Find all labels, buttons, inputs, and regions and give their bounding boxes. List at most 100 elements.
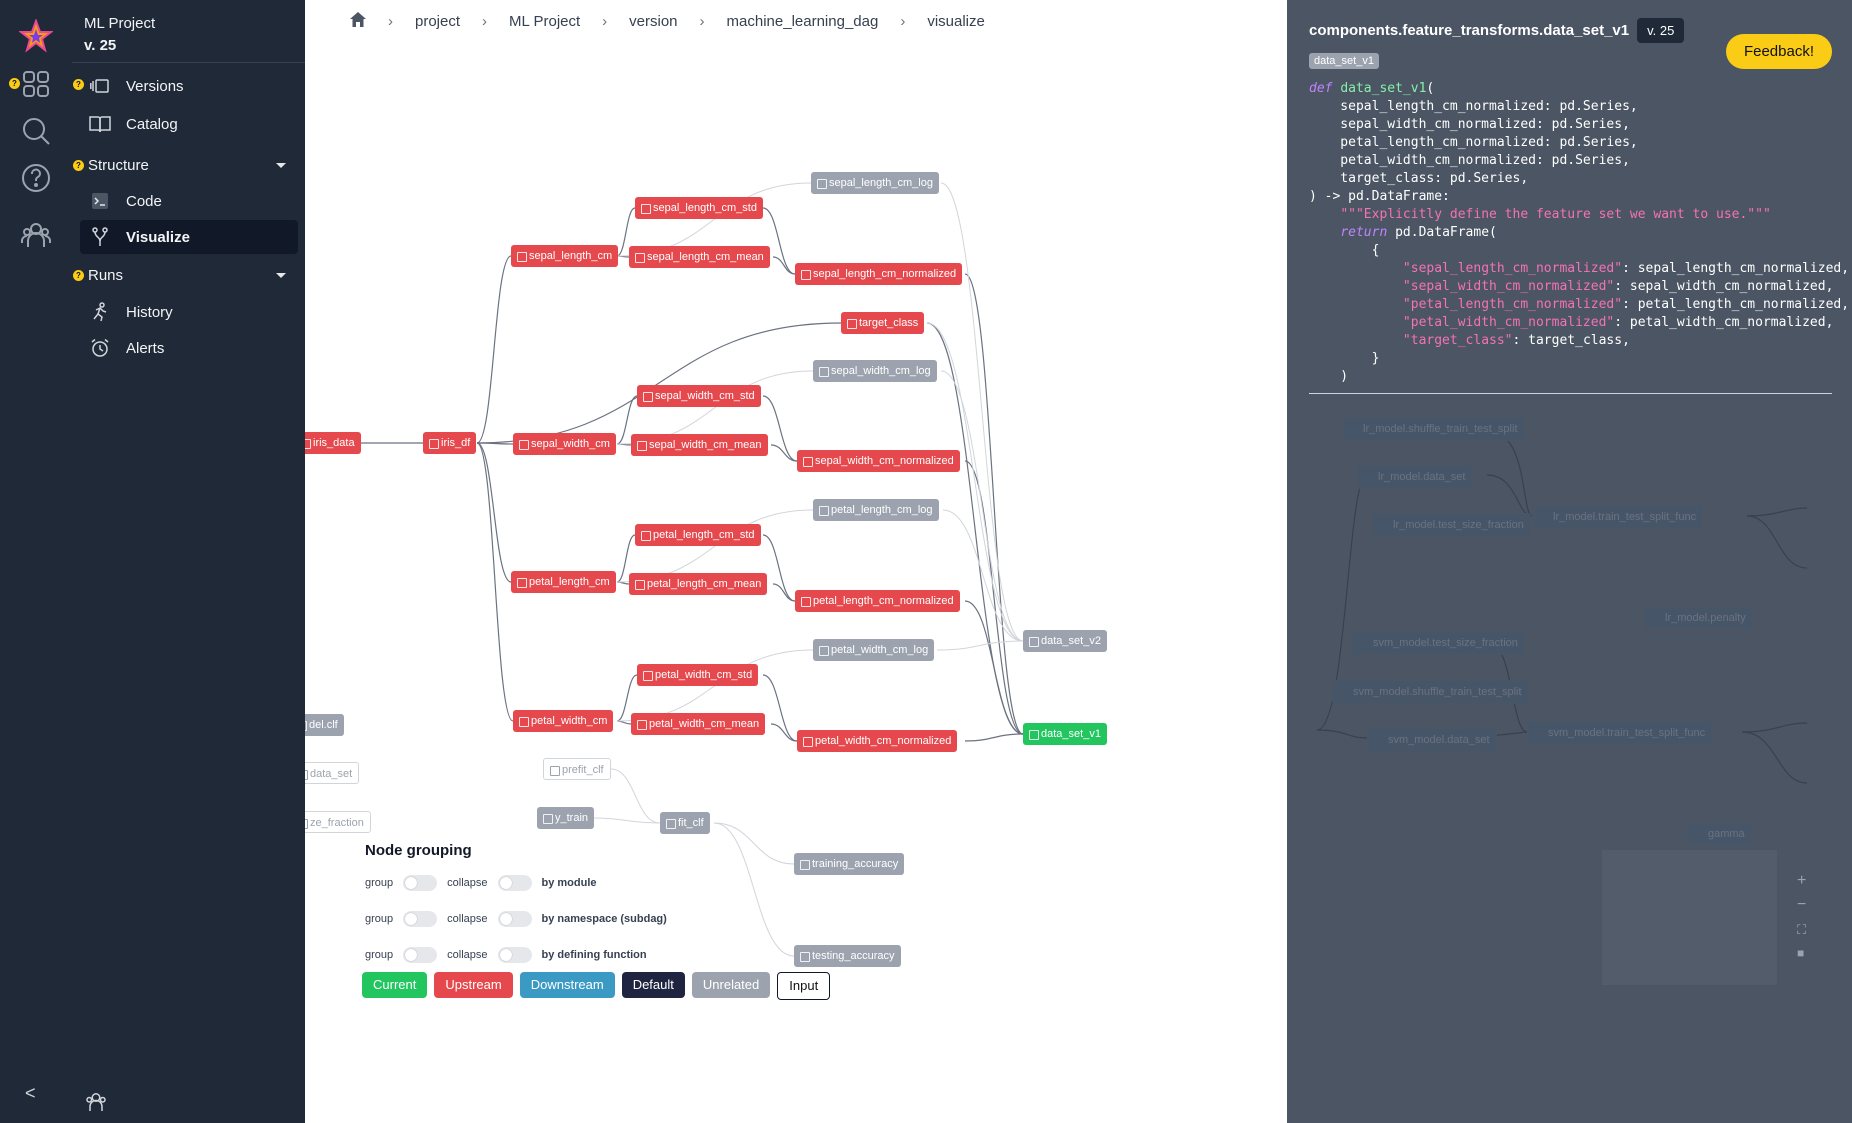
graph-node[interactable]: petal_length_cm <box>511 571 616 593</box>
graph-node[interactable]: petal_width_cm_std <box>637 664 759 686</box>
graph-node[interactable]: petal_width_cm_normalized <box>797 730 958 752</box>
group-toggle[interactable] <box>403 947 438 963</box>
breadcrumb-item[interactable]: project <box>415 13 461 30</box>
graph-node[interactable]: sepal_length_cm_normalized <box>795 263 963 285</box>
sidebar-item-history[interactable]: History <box>80 295 298 329</box>
graph-node[interactable]: training_accuracy <box>794 853 905 875</box>
home-icon[interactable] <box>350 12 366 31</box>
graph-node[interactable]: y_train <box>537 807 595 829</box>
code-token <box>1309 207 1340 222</box>
graph-node[interactable]: iris_df <box>423 432 477 454</box>
graph-node[interactable]: petal_length_cm_log <box>813 499 939 521</box>
graph-node[interactable]: data_set_v1 <box>1023 723 1107 745</box>
graph-edge <box>772 256 796 275</box>
graph-node[interactable]: petal_length_cm_std <box>635 524 761 546</box>
collapse-toggle[interactable] <box>497 911 532 927</box>
sidebar-item-alerts[interactable]: Alerts <box>80 331 298 365</box>
graph-node[interactable]: petal_length_cm_normalized <box>795 590 960 612</box>
fit-view-icon[interactable]: ⛶ <box>1797 922 1807 937</box>
graph-edge <box>772 583 796 602</box>
graph-node[interactable]: petal_width_cm_log <box>813 639 935 661</box>
graph-edge <box>940 370 1024 642</box>
graph-node[interactable]: fit_clf <box>660 812 710 834</box>
graph-node[interactable]: sepal_length_cm_log <box>811 172 939 194</box>
collapse-sidebar-icon[interactable]: < <box>25 1083 36 1103</box>
code-token: "petal_width_cm_normalized" <box>1402 315 1615 330</box>
code-line: sepal_width_cm_normalized: pd.Series, <box>1309 116 1849 134</box>
sidebar-item-code[interactable]: Code <box>80 184 298 218</box>
code-token: "sepal_length_cm_normalized" <box>1402 261 1623 276</box>
graph-edge <box>926 322 1024 735</box>
graph-edge <box>476 442 512 583</box>
chevron-right-icon: › <box>388 13 393 30</box>
graph-node[interactable]: del.clf <box>305 714 344 736</box>
graph-node[interactable]: sepal_length_cm_std <box>635 197 763 219</box>
graph-node[interactable]: sepal_width_cm_std <box>637 385 761 407</box>
breadcrumb-item[interactable]: machine_learning_dag <box>726 13 879 30</box>
graph-node[interactable]: sepal_width_cm <box>513 433 616 455</box>
feedback-button[interactable]: Feedback! <box>1725 34 1832 69</box>
group-toggle[interactable] <box>403 875 438 891</box>
graph-node[interactable]: iris_data <box>305 432 361 454</box>
code-token: : sepal_length_cm_normalized, <box>1622 261 1850 276</box>
breadcrumb-item[interactable]: version <box>629 13 678 30</box>
collapse-toggle[interactable] <box>497 875 532 891</box>
zoom-in-icon[interactable]: + <box>1797 872 1807 889</box>
graph-node[interactable]: petal_width_cm <box>513 710 614 732</box>
group-label: group <box>365 877 394 889</box>
code-token: ) -> pd.DataFrame: <box>1309 189 1450 204</box>
code-block: def data_set_v1( sepal_length_cm_normali… <box>1309 80 1849 386</box>
graph-edge <box>770 723 798 742</box>
dimmed-node: lr_model.shuffle_train_test_split <box>1342 417 1525 441</box>
graph-node[interactable]: data_set_v2 <box>1023 630 1107 652</box>
team-icon[interactable] <box>84 1090 108 1119</box>
sidebar-item-versions[interactable]: Versions <box>80 69 298 103</box>
graph-node[interactable]: petal_width_cm_mean <box>631 713 766 735</box>
graph-node[interactable]: sepal_width_cm_log <box>813 360 937 382</box>
grouping-row-module: group collapse by module <box>365 865 667 901</box>
dashboard-grid-icon[interactable] <box>18 66 54 102</box>
zoom-out-icon[interactable]: − <box>1797 896 1807 913</box>
team-icon[interactable] <box>18 217 54 253</box>
code-token: "sepal_width_cm_normalized" <box>1402 279 1615 294</box>
graph-node[interactable]: sepal_length_cm_mean <box>629 246 770 268</box>
logo-star-icon[interactable] <box>18 18 54 54</box>
help-badge-icon: ? <box>73 160 84 171</box>
breadcrumb-item[interactable]: ML Project <box>509 13 581 30</box>
graph-edge <box>592 817 661 824</box>
graph-node[interactable]: prefit_clf <box>543 758 611 780</box>
group-toggle[interactable] <box>403 911 438 927</box>
breadcrumb-item[interactable]: visualize <box>927 13 985 30</box>
graph-node[interactable]: testing_accuracy <box>794 945 901 967</box>
help-icon[interactable] <box>18 160 54 196</box>
graph-node[interactable]: target_class <box>841 312 925 334</box>
lock-icon[interactable]: ■ <box>1797 946 1805 960</box>
grouping-by-label: by module <box>541 877 597 889</box>
graph-node[interactable]: data_set <box>305 762 360 784</box>
minimap[interactable] <box>1602 850 1777 985</box>
section-structure[interactable]: Structure <box>88 151 298 179</box>
code-token: : petal_length_cm_normalized, <box>1622 297 1850 312</box>
graph-edge <box>616 674 638 722</box>
graph-edge <box>610 768 661 824</box>
graph-edge <box>762 207 796 275</box>
code-token: ( <box>1426 81 1435 96</box>
code-line: ) -> pd.DataFrame: <box>1309 188 1849 206</box>
code-line: petal_width_cm_normalized: pd.Series, <box>1309 152 1849 170</box>
sidebar-item-visualize[interactable]: Visualize <box>80 220 298 254</box>
graph-node[interactable]: sepal_length_cm <box>511 245 619 267</box>
search-icon[interactable] <box>18 113 54 149</box>
graph-node[interactable]: sepal_width_cm_mean <box>631 434 768 456</box>
panel-header: components.feature_transforms.data_set_v… <box>1309 18 1685 43</box>
graph-node[interactable]: sepal_width_cm_normalized <box>797 450 960 472</box>
graph-node[interactable]: ze_fraction <box>305 811 371 833</box>
collapse-label: collapse <box>447 913 488 925</box>
graph-canvas[interactable]: › project › ML Project › version › machi… <box>305 0 1287 1123</box>
section-runs[interactable]: Runs <box>88 261 298 289</box>
graph-edge <box>476 442 514 722</box>
legend-item-downstream: Downstream <box>519 972 615 998</box>
collapse-toggle[interactable] <box>497 947 532 963</box>
help-badge-icon: ? <box>73 270 84 281</box>
sidebar-item-catalog[interactable]: Catalog <box>80 107 298 141</box>
graph-node[interactable]: petal_length_cm_mean <box>629 573 768 595</box>
